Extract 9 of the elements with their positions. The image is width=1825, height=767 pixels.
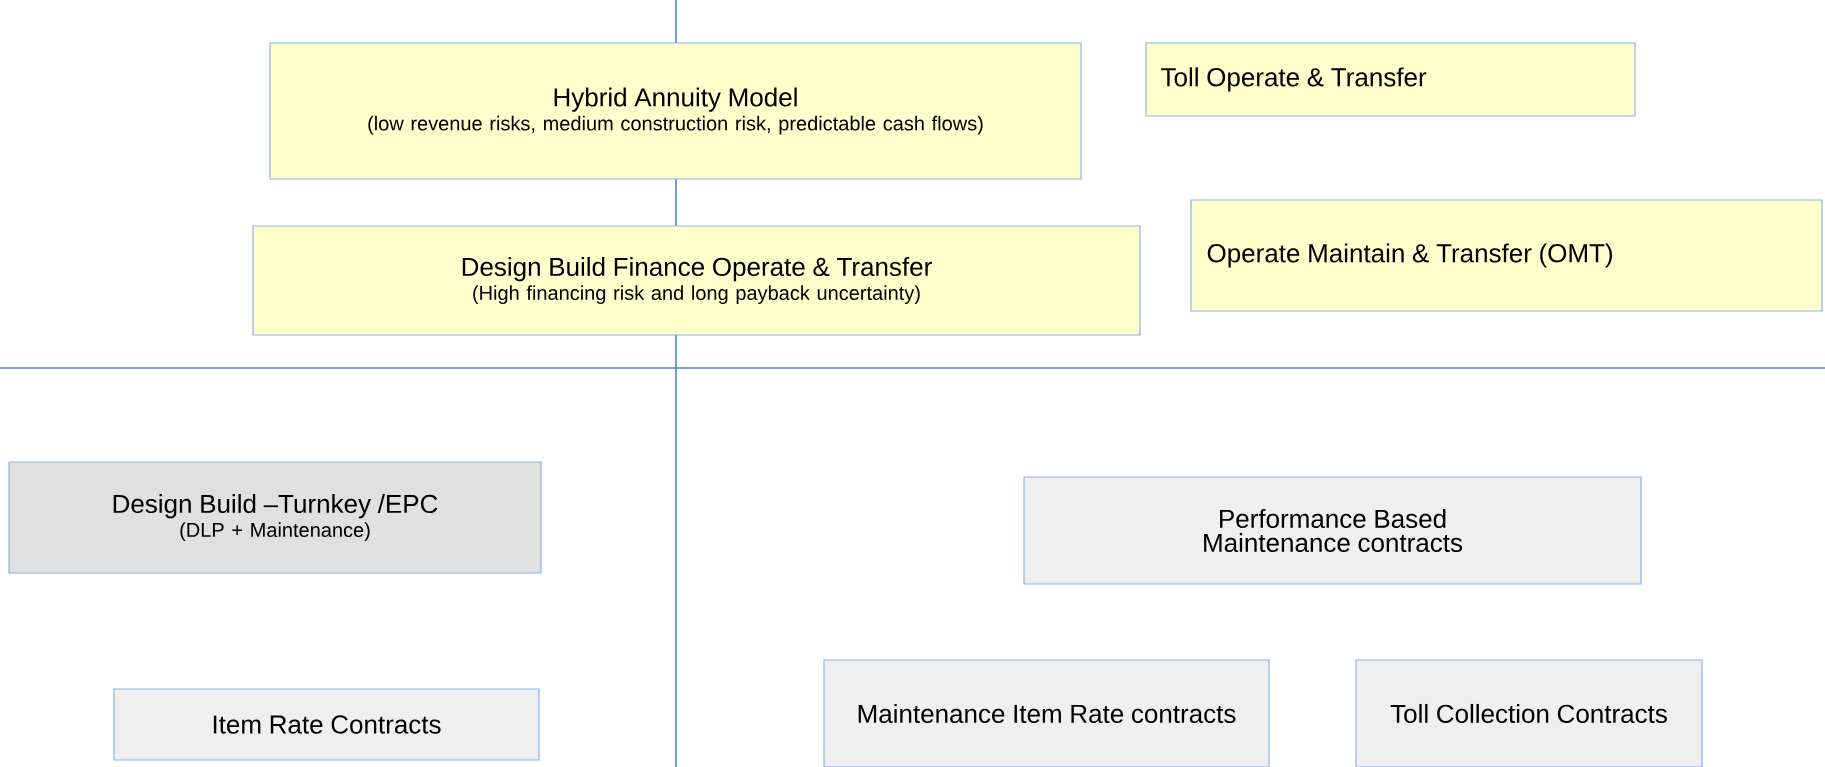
model-box: Design Build Finance Operate & Transfer (High financing risk and long payback uncertainty) xyxy=(252,225,1141,336)
model-box: Hybrid Annuity Model (low revenue risks, medium construction risk, predictable cash flows) xyxy=(269,42,1082,180)
contract-box: Toll Collection Contracts xyxy=(1355,659,1703,767)
contract-box: Item Rate Contracts xyxy=(113,688,540,761)
contract-box: Maintenance Item Rate contracts xyxy=(823,659,1270,767)
model-box: Operate Maintain & Transfer (OMT) xyxy=(1190,199,1823,312)
contract-box: Performance Based Maintenance contracts xyxy=(1023,476,1642,585)
model-box: Toll Operate & Transfer xyxy=(1145,42,1636,117)
contract-box: Design Build –Turnkey /EPC (DLP + Maintenance) xyxy=(8,461,542,574)
